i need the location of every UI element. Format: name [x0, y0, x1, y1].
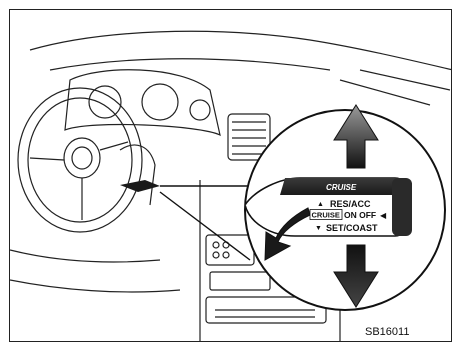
svg-text:▼: ▼: [315, 225, 322, 232]
svg-text:▲: ▲: [317, 201, 324, 208]
lever-brand-mark: CRUISE: [326, 183, 357, 192]
cruise-badge: CRUISE: [312, 211, 340, 220]
figure-code: SB16011: [365, 326, 409, 338]
res-acc-label: RES/ACC: [330, 199, 371, 209]
illustration-frame: CRUISE ▲ RES/ACC CRUISE ON OFF ◀ ▼ SET/C…: [9, 9, 452, 342]
svg-text:◀: ◀: [380, 211, 387, 220]
stalk-pointer: [120, 180, 250, 260]
cruise-control-diagram: CRUISE ▲ RES/ACC CRUISE ON OFF ◀ ▼ SET/C…: [10, 10, 452, 342]
set-coast-label: SET/COAST: [326, 223, 378, 233]
on-off-label: ON OFF: [344, 210, 376, 220]
